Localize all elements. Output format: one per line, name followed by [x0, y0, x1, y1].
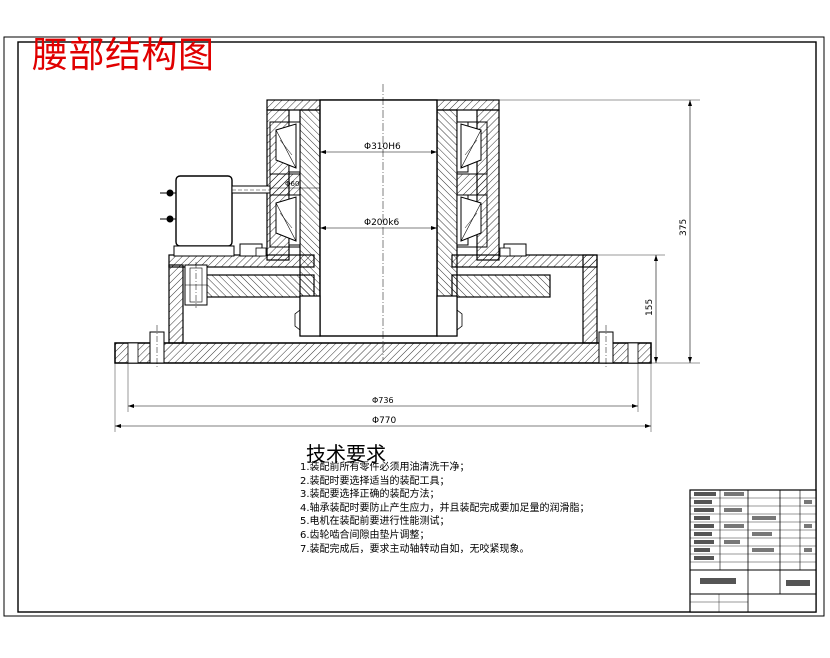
inner-border	[17, 41, 817, 613]
spacer-right	[456, 173, 488, 196]
spacer-left	[269, 173, 301, 196]
dim-height-total: 375	[679, 219, 689, 236]
dim-bore-bottom: Φ200k6	[364, 218, 399, 228]
bearing-lower-right	[456, 194, 488, 248]
bearing-upper-left	[269, 121, 301, 175]
dim-bore-top: Φ310H6	[364, 142, 401, 152]
central-hub	[266, 84, 500, 360]
requirements-list: 1.装配前所有零件必须用油清洗干净； 2.装配时要选择适当的装配工具； 3.装配…	[300, 461, 590, 556]
requirement-item: 5.电机在装配前要进行性能测试；	[300, 516, 450, 528]
title-block	[689, 489, 817, 613]
dim-diameter-inner: Φ736	[372, 396, 394, 405]
housing-left	[168, 243, 315, 344]
drawing-title: 腰部结构图	[32, 35, 215, 76]
dim-height-lower: 155	[645, 299, 655, 316]
dimension-lines	[114, 99, 700, 432]
base-plate	[114, 325, 652, 368]
outer-border	[3, 36, 825, 617]
requirement-item: 2.装配时要选择适当的装配工具；	[300, 475, 450, 487]
requirement-item: 4.轴承装配时要防止产生应力，并且装配完成要加足量的润滑脂；	[300, 502, 590, 514]
requirement-item: 3.装配要选择正确的装配方法；	[300, 489, 440, 501]
requirement-item: 1.装配前所有零件必须用油清洗干净；	[300, 462, 470, 473]
dim-shaft-small: Φ60	[285, 180, 299, 188]
requirement-item: 7.装配完成后，要求主动轴转动自如，无咬紧现象。	[300, 543, 530, 555]
bearing-upper-right	[456, 121, 488, 175]
housing-right	[451, 243, 598, 344]
requirements-heading: 技术要求	[306, 442, 386, 466]
dim-diameter-outer: Φ770	[372, 416, 397, 426]
requirement-item: 6.齿轮啮合间隙由垫片调整；	[300, 529, 430, 541]
motor	[160, 175, 271, 257]
